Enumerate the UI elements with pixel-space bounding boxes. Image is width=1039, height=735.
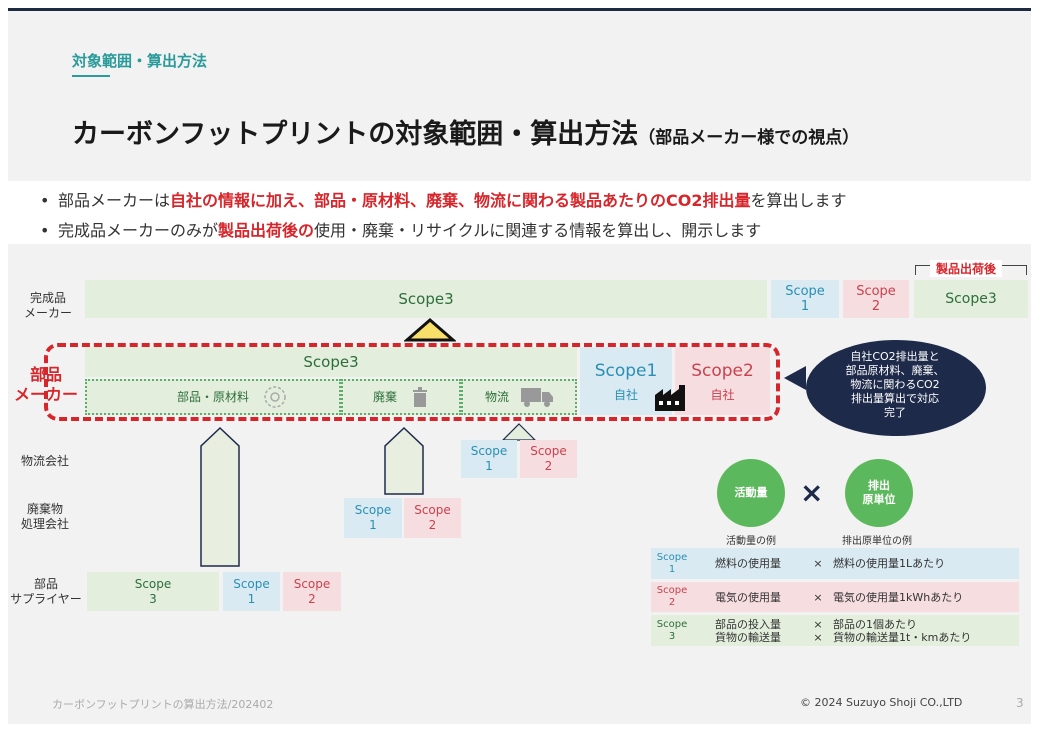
activity-example-label: 活動量の例 [726, 536, 776, 547]
trash-icon [413, 387, 427, 407]
example-row-scope1-activity: 燃料の使用量 [715, 557, 781, 570]
parts-scope2-sub: 自社 [710, 387, 735, 402]
supplier-scope2: Scope 2 [283, 572, 341, 611]
finished-scope3: Scope3 [85, 280, 767, 318]
bullet-2-part-1: 完成品メーカーのみが [58, 221, 219, 240]
header-band [8, 11, 1031, 181]
example-row-scope3-activity: 部品の投入量 貨物の輸送量 [715, 617, 781, 644]
arrow-waste-icon [384, 426, 424, 495]
row-label-waste: 廃棄物 処理会社 [20, 502, 69, 531]
bullet-2-part-2: 製品出荷後の [218, 221, 315, 240]
logistics-scope1: Scope 1 [461, 440, 517, 478]
arrow-logistics-icon [501, 423, 537, 441]
example-row-scope2-factor: 電気の使用量1kWhあたり [833, 590, 964, 604]
bullet-2-part-3: 使用・廃棄・リサイクルに関連する情報を算出し、開示します [314, 221, 762, 240]
yellow-triangle-icon [404, 318, 456, 342]
waste-scope1: Scope 1 [344, 498, 402, 538]
example-row-scope2-scope: Scope 2 [656, 585, 688, 608]
page-number: 3 [1016, 696, 1024, 710]
bullet-1-part-3: 製品あたりのCO2排出量 [570, 191, 751, 210]
example-row-scope1: Scope 1 燃料の使用量 × 燃料の使用量1Lあたり [651, 548, 1019, 579]
page-title-main: カーボンフットプリントの対象範囲・算出方法 [72, 119, 639, 150]
footer-band [8, 674, 1031, 724]
page-title-suffix: （部品メーカー様での視点） [638, 128, 860, 148]
activity-circle: 活動量 [717, 459, 785, 527]
supplier-scope3: Scope 3 [87, 572, 219, 611]
parts-scope2-label: Scope2 [691, 360, 754, 381]
parts-maker-frame [44, 343, 780, 421]
parts-sub-materials-label: 部品・原材料 [177, 389, 250, 404]
example-row-scope3-times: × × [813, 617, 823, 644]
bullet-1-part-4: を算出します [750, 191, 847, 210]
row-label-finished-maker: 完成品 メーカー [23, 291, 72, 320]
parts-sub-logistics: 物流 [461, 379, 577, 415]
bullet-2: •完成品メーカーのみが製品出荷後の使用・廃棄・リサイクルに関連する情報を算出し、… [40, 221, 762, 240]
parts-sub-waste-label: 廃棄 [372, 389, 397, 404]
after-shipment-label: 製品出荷後 [930, 260, 1003, 277]
example-row-scope1-scope: Scope 1 [656, 551, 688, 575]
factor-example-label: 排出原単位の例 [842, 536, 912, 547]
example-row-scope3-factor: 部品の1個あたり 貨物の輸送量1t・kmあたり [833, 617, 972, 644]
arrow-supplier-icon [200, 426, 240, 567]
supplier-scope1: Scope 1 [223, 572, 280, 611]
row-label-supplier: 部品 サプライヤー [10, 577, 82, 606]
bullet-1-part-1: 部品メーカーは [58, 191, 171, 210]
example-row-scope1-factor: 燃料の使用量1Lあたり [833, 557, 946, 570]
top-bar [8, 8, 1031, 11]
factory-icon [655, 385, 685, 411]
example-row-scope1-times: × [813, 557, 823, 570]
parts-scope1-sub: 自社 [613, 387, 638, 402]
bullet-1-part-2: 自社の情報に加え、部品・原材料、廃棄、物流に関わる [170, 191, 571, 210]
truck-icon [521, 388, 553, 407]
example-row-scope3-scope: Scope 3 [656, 618, 688, 642]
example-row-scope2-activity: 電気の使用量 [715, 590, 781, 604]
parts-sub-materials: 部品・原材料 [85, 379, 341, 415]
page-title: カーボンフットプリントの対象範囲・算出方法（部品メーカー様での視点） [72, 112, 859, 151]
section-underline [72, 75, 110, 77]
finished-scope1: Scope 1 [771, 280, 839, 318]
finished-scope2: Scope 2 [843, 280, 909, 318]
parts-sub-logistics-label: 物流 [484, 389, 509, 404]
parts-scope1-label: Scope1 [594, 360, 658, 381]
finished-scope3-after: Scope3 [914, 280, 1028, 318]
gear-icon [264, 386, 286, 408]
factor-circle: 排出 原単位 [845, 459, 913, 527]
row-label-logistics: 物流会社 [20, 454, 69, 468]
footer-doc-name: カーボンフットプリントの算出方法/202402 [52, 698, 274, 711]
example-row-scope2-times: × [813, 590, 823, 604]
times-sign: × [800, 476, 824, 509]
bullet-1: •部品メーカーは自社の情報に加え、部品・原材料、廃棄、物流に関わる製品あたりのC… [40, 191, 847, 210]
parts-scope3: Scope3 [85, 347, 577, 377]
waste-scope2: Scope 2 [404, 498, 461, 538]
footer-copyright: © 2024 Suzuyo Shoji CO.,LTD [800, 696, 963, 709]
section-title: 対象範囲・算出方法 [72, 52, 208, 70]
parts-sub-waste: 廃棄 [341, 379, 461, 415]
example-row-scope2: Scope 2 電気の使用量 × 電気の使用量1kWhあたり [651, 582, 1019, 612]
logistics-scope2: Scope 2 [520, 440, 577, 478]
callout-bubble [784, 340, 986, 436]
callout-text: 自社CO2排出量と 部品原材料、廃棄、 物流に関わるCO2 排出量算出で対応 完… [845, 350, 945, 419]
example-row-scope3: Scope 3 部品の投入量 貨物の輸送量 × × 部品の1個あたり 貨物の輸送… [651, 615, 1019, 646]
parts-scope2: Scope2 自社 [675, 347, 770, 415]
